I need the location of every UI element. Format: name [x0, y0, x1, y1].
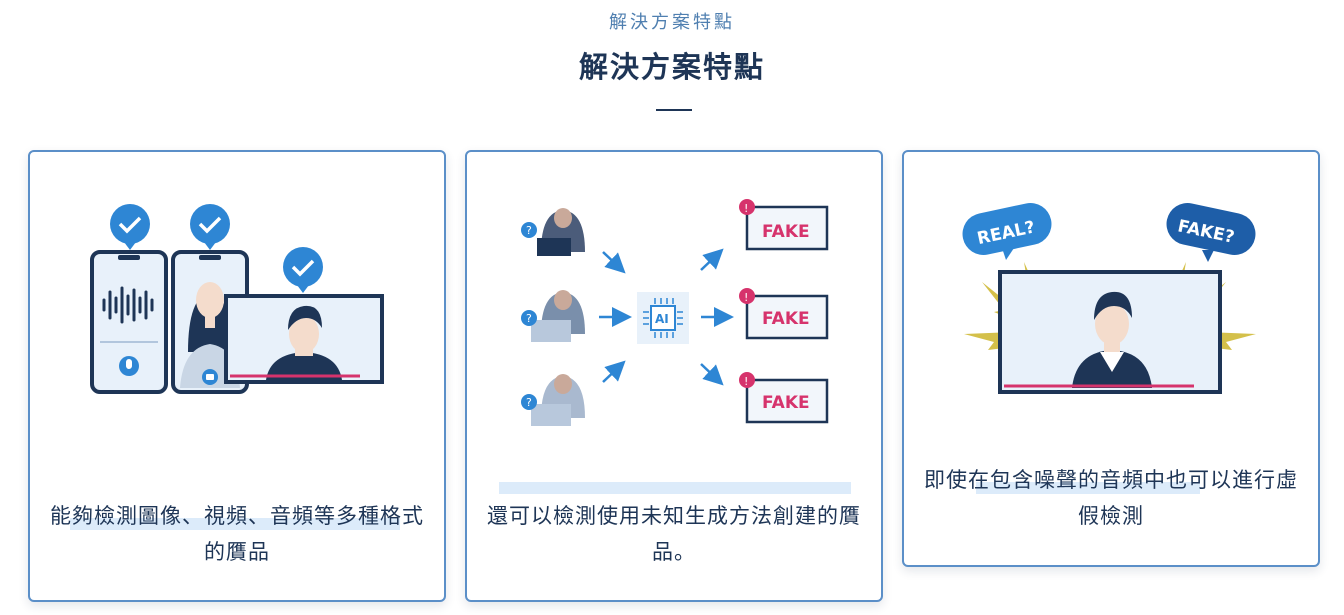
feature-card-unknown-methods: ? ? ? [465, 150, 883, 602]
fake-screen-icon: FAKE ! [739, 199, 829, 251]
svg-text:!: ! [744, 202, 748, 215]
fake-screen-icon: FAKE ! [739, 372, 829, 424]
fake-label: FAKE [762, 393, 810, 413]
caption-highlight [976, 482, 1200, 494]
fake-label: FAKE [762, 222, 810, 242]
hooded-hacker-icon: ? [521, 290, 585, 342]
monitor-person-icon [998, 270, 1222, 394]
arrow-icon [700, 248, 734, 386]
speech-bubble-icon: FAKE? [1166, 203, 1256, 262]
multiformat-illustration [90, 204, 384, 394]
svg-text:!: ! [744, 375, 748, 388]
svg-text:?: ? [526, 396, 532, 409]
feature-caption: 能夠檢測圖像、視頻、音頻等多種格式的贋品 [50, 504, 424, 564]
check-badge-icon [190, 204, 230, 250]
speech-bubble-icon: REAL? [962, 203, 1052, 260]
section-title: 解決方案特點 [578, 50, 765, 84]
arrow-icon [599, 251, 632, 383]
feature-caption: 還可以檢測使用未知生成方法創建的贋品。 [487, 504, 861, 564]
monitor-person-icon [224, 294, 384, 384]
feature-caption: 即使在包含噪聲的音頻中也可以進行虛假檢測 [924, 468, 1298, 528]
check-badge-icon [110, 204, 150, 250]
feature-card-noisy-audio: REAL? FAKE? 即使在包含噪聲的音頻中也可以進行虛假檢測 [902, 150, 1320, 567]
fake-screen-icon: FAKE ! [739, 288, 829, 340]
fake-label: FAKE [762, 309, 810, 329]
smartphone-voice-icon [90, 250, 168, 394]
noisy-audio-illustration: REAL? FAKE? [962, 203, 1256, 394]
title-divider [656, 109, 692, 111]
hooded-hacker-icon: ? [521, 208, 585, 256]
svg-text:!: ! [744, 291, 748, 304]
svg-text:?: ? [526, 224, 532, 237]
ai-chip-icon: AI [637, 292, 689, 344]
hooded-hacker-icon: ? [521, 374, 585, 426]
section-eyebrow: 解決方案特點 [609, 12, 735, 33]
feature-card-multiformat: 能夠檢測圖像、視頻、音頻等多種格式的贋品 [28, 150, 446, 602]
caption-highlight [499, 482, 851, 494]
ai-chip-label: AI [655, 312, 669, 326]
caption-highlight [70, 518, 400, 530]
check-badge-icon [283, 247, 323, 293]
unknown-methods-illustration: ? ? ? [521, 199, 829, 426]
svg-text:?: ? [526, 312, 532, 325]
